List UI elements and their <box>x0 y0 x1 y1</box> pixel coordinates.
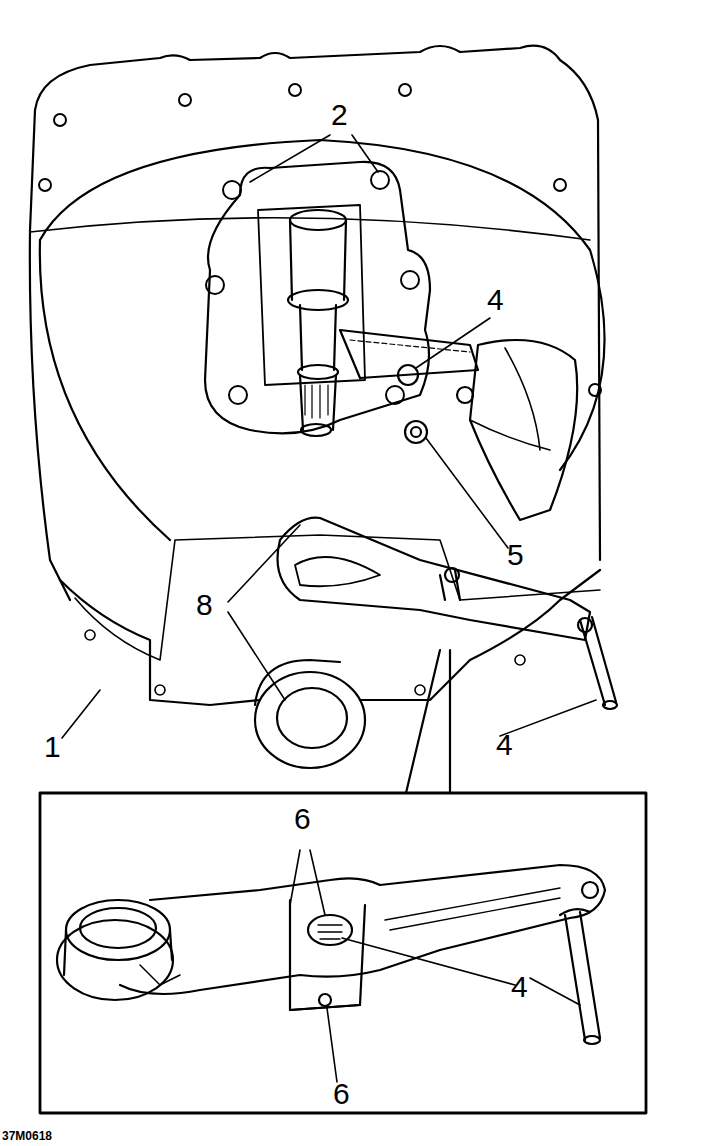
callout-number: 2 <box>331 100 348 130</box>
callout-number: 6 <box>294 804 311 834</box>
callout-number: 8 <box>196 590 213 620</box>
callout-number: 4 <box>487 285 504 315</box>
figure-code: 37M0618 <box>2 1130 52 1142</box>
callout-number: 4 <box>511 972 528 1002</box>
callout-number: 6 <box>333 1079 350 1109</box>
callout-number: 1 <box>44 732 61 762</box>
callout-number: 5 <box>507 540 524 570</box>
callout-number: 4 <box>496 730 513 760</box>
